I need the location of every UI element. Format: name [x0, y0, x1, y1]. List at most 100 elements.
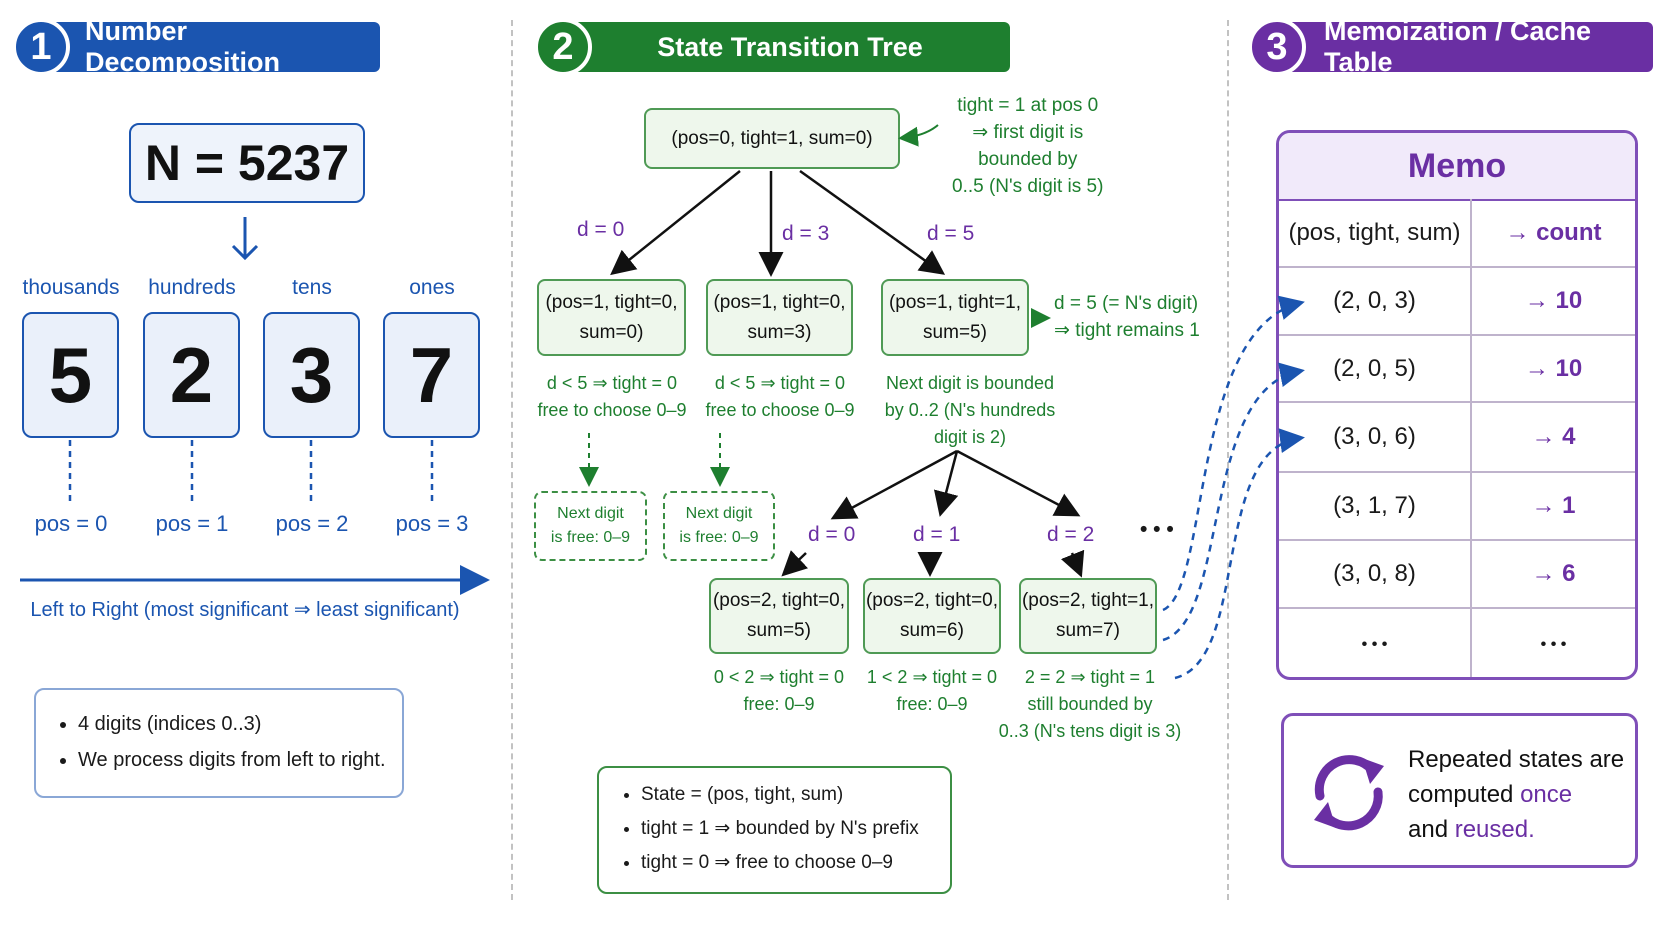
node-line: sum=7): [1056, 620, 1120, 641]
note-line: by 0..2 (N's hundreds: [884, 400, 1056, 420]
note-line: 0..3 (N's tens digit is 3): [998, 721, 1182, 741]
state-legend-box: State = (pos, tight, sum) tight = 1 ⇒ bo…: [597, 766, 952, 894]
memo-value: → 6: [1531, 560, 1576, 587]
section-number-badge: 3: [1248, 18, 1306, 76]
refresh-cycle-icon: [1314, 755, 1384, 831]
node-note: 0 < 2 ⇒ tight = 0 free: 0–9: [699, 664, 859, 718]
node-line: sum=0): [579, 321, 644, 343]
note-line: d < 5 ⇒ tight = 0: [714, 373, 846, 393]
edge-label: d = 2: [1047, 523, 1095, 546]
position-label: pos = 3: [395, 511, 469, 536]
note-line: ⇒ first digit is: [972, 122, 1084, 143]
note-line: 0..5 (N's digit is 5): [952, 176, 1104, 197]
position-label: pos = 2: [275, 511, 349, 536]
digit-box-tens: 3: [263, 312, 360, 438]
place-label-thousands: thousands: [22, 276, 120, 299]
tree-root-node: (pos=0, tight=1, sum=0): [644, 108, 900, 169]
position-label: pos = 1: [155, 511, 229, 536]
node-line: Next digit: [685, 505, 753, 522]
node-line: is free: 0–9: [679, 529, 759, 546]
reuse-word: computed: [1408, 781, 1521, 808]
reuse-word: and: [1408, 816, 1455, 843]
section-separator-1: [511, 20, 513, 900]
memo-key: (2, 0, 3): [1279, 268, 1472, 334]
memo-value: → 10: [1524, 287, 1583, 314]
section-number: 1: [30, 25, 52, 68]
memo-row: (3, 1, 7) → 1: [1279, 471, 1635, 539]
place-label-ones: ones: [409, 276, 455, 299]
node-note: Next digit is bounded by 0..2 (N's hundr…: [870, 370, 1070, 451]
node-line: sum=5): [923, 321, 987, 343]
section-title: State Transition Tree: [657, 31, 923, 62]
section-title: Number Decomposition: [85, 16, 281, 77]
memo-key: (3, 0, 6): [1279, 403, 1472, 471]
note-line: Next digit is bounded: [885, 373, 1055, 393]
node-note: d < 5 ⇒ tight = 0 free to choose 0–9: [700, 370, 860, 424]
digit-box-hundreds: 2: [143, 312, 240, 438]
node-line: sum=5): [747, 620, 811, 641]
legend-item: State = (pos, tight, sum): [641, 778, 950, 812]
tree-node-level2: (pos=2, tight=1, sum=7): [1019, 578, 1157, 654]
edge-label: d = 5: [927, 222, 975, 245]
memo-row: (2, 0, 3) → 10: [1279, 266, 1635, 334]
place-label-tens: tens: [292, 276, 332, 299]
reuse-highlight: once: [1520, 781, 1573, 808]
memo-header-row: (pos, tight, sum) → count: [1279, 199, 1635, 266]
note-line: tight = 1 at pos 0: [957, 95, 1099, 116]
memo-row: • • • • • •: [1279, 607, 1635, 677]
note-line: d < 5 ⇒ tight = 0: [546, 373, 678, 393]
memo-value: → 1: [1531, 492, 1576, 519]
note-line: 2 = 2 ⇒ tight = 1: [1024, 667, 1156, 687]
memo-header-key: (pos, tight, sum): [1279, 199, 1472, 266]
node-line: (pos=1, tight=0,: [545, 291, 678, 313]
note-line: free to choose 0–9: [537, 400, 687, 420]
node-line: (pos=2, tight=1,: [1021, 590, 1155, 611]
node-note: 2 = 2 ⇒ tight = 1 still bounded by 0..3 …: [985, 664, 1195, 745]
memo-row: (3, 0, 8) → 6: [1279, 539, 1635, 607]
tree-node-level1: (pos=1, tight=1, sum=5): [881, 279, 1029, 356]
number-label: N = 5237: [144, 135, 350, 191]
decomposition-notes-box: 4 digits (indices 0..3) We process digit…: [34, 688, 404, 798]
memo-header-value: → count: [1505, 218, 1602, 246]
edge-label: d = 3: [782, 222, 830, 245]
root-note: tight = 1 at pos 0 ⇒ first digit is boun…: [952, 92, 1103, 200]
section-title: Memoization / Cache Table: [1324, 16, 1592, 77]
section-header-3: Memoization / Cache Table: [1278, 16, 1653, 77]
node-label: (pos=0, tight=1, sum=0): [671, 127, 873, 149]
reuse-line: computed once: [1408, 777, 1624, 812]
node-line: (pos=1, tight=1,: [888, 291, 1022, 313]
section-header-2: State Transition Tree: [570, 22, 1010, 72]
reuse-note-box: Repeated states are computed once and re…: [1281, 713, 1638, 868]
edge-label: d = 0: [808, 523, 856, 546]
note-line: free: 0–9: [896, 694, 968, 714]
place-label-hundreds: hundreds: [148, 276, 236, 299]
node-note: 1 < 2 ⇒ tight = 0 free: 0–9: [852, 664, 1012, 718]
reuse-highlight: reused.: [1454, 816, 1535, 843]
node-line: Next digit: [557, 505, 624, 522]
memo-key: (2, 0, 5): [1279, 336, 1472, 401]
section-separator-2: [1227, 20, 1229, 900]
reuse-line: Repeated states are: [1408, 746, 1625, 773]
free-digit-node: Next digit is free: 0–9: [534, 491, 647, 561]
digit-box-ones: 7: [383, 312, 480, 438]
memo-value: → 4: [1531, 423, 1576, 450]
legend-item: tight = 0 ⇒ free to choose 0–9: [641, 846, 950, 880]
number-box: N = 5237: [129, 123, 365, 203]
note-line: free: 0–9: [743, 694, 815, 714]
tree-node-level2: (pos=2, tight=0,sum=5): [709, 578, 849, 654]
note-line: bounded by: [978, 149, 1078, 170]
legend-item: tight = 1 ⇒ bounded by N's prefix: [641, 812, 950, 846]
node-line: sum=3): [747, 321, 812, 343]
edge-label: d = 0: [577, 218, 625, 241]
memo-key: (3, 0, 8): [1279, 541, 1472, 607]
note-item: We process digits from left to right.: [78, 742, 402, 778]
memo-value: • • •: [1540, 636, 1567, 653]
node-line: (pos=1, tight=0,: [713, 291, 846, 313]
section-number-badge: 1: [12, 18, 70, 76]
memo-key: (3, 1, 7): [1279, 473, 1472, 539]
digit-box-thousands: 5: [22, 312, 119, 438]
side-note: d = 5 (= N's digit) ⇒ tight remains 1: [1054, 290, 1200, 344]
section-header-1: Number Decomposition: [45, 16, 380, 77]
memo-title: Memo: [1279, 133, 1635, 201]
node-line: is free: 0–9: [550, 529, 631, 546]
